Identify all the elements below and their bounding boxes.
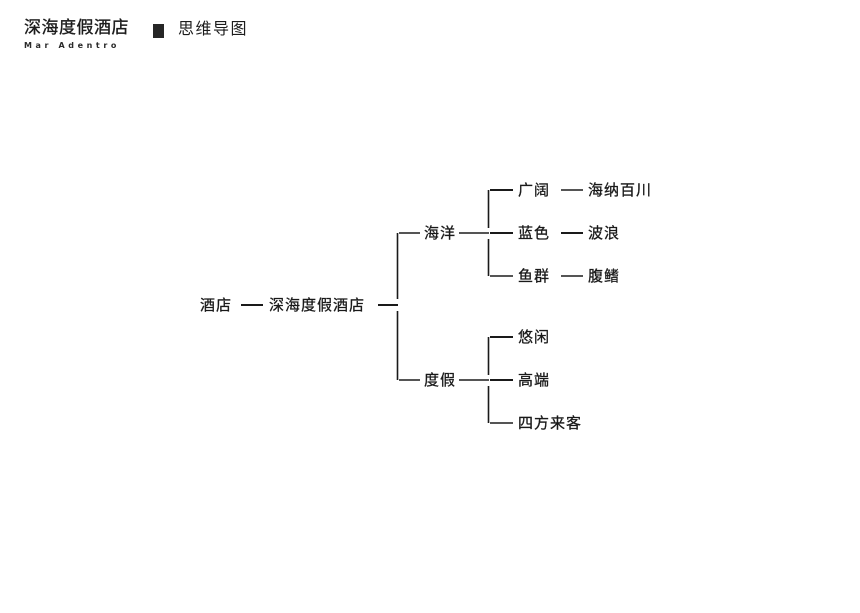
brand-name-cn: 深海度假酒店 — [24, 18, 129, 38]
square-bullet-icon — [153, 24, 164, 38]
mindmap-leaf-youxian[interactable]: 悠闲 — [518, 328, 551, 346]
mindmap-branch-ocean[interactable]: 海洋 — [424, 224, 457, 242]
brand-name-en: Mar Adentro — [24, 41, 120, 50]
mindmap-subleaf-bolang[interactable]: 波浪 — [588, 224, 621, 242]
mindmap-leaf-guangkuo[interactable]: 广阔 — [518, 181, 551, 199]
page-title: 思维导图 — [178, 19, 249, 38]
brand-logo: 深海度假酒店 Mar Adentro — [24, 18, 129, 51]
mindmap-root-title[interactable]: 深海度假酒店 — [269, 296, 366, 314]
mindmap-subleaf-hainabaichuan[interactable]: 海纳百川 — [588, 181, 653, 199]
mindmap-subleaf-fuqi[interactable]: 腹鳍 — [588, 267, 621, 285]
mindmap-branch-holiday[interactable]: 度假 — [424, 371, 457, 389]
mindmap-leaf-lanse[interactable]: 蓝色 — [518, 224, 551, 242]
mindmap-leaf-sifanglaike[interactable]: 四方来客 — [518, 414, 583, 432]
mindmap-leaf-gaoduan[interactable]: 高端 — [518, 371, 551, 389]
mindmap-leaf-yuqun[interactable]: 鱼群 — [518, 267, 551, 285]
page-header: 深海度假酒店 Mar Adentro 思维导图 — [24, 18, 248, 62]
mindmap-root-label[interactable]: 酒店 — [200, 296, 233, 314]
